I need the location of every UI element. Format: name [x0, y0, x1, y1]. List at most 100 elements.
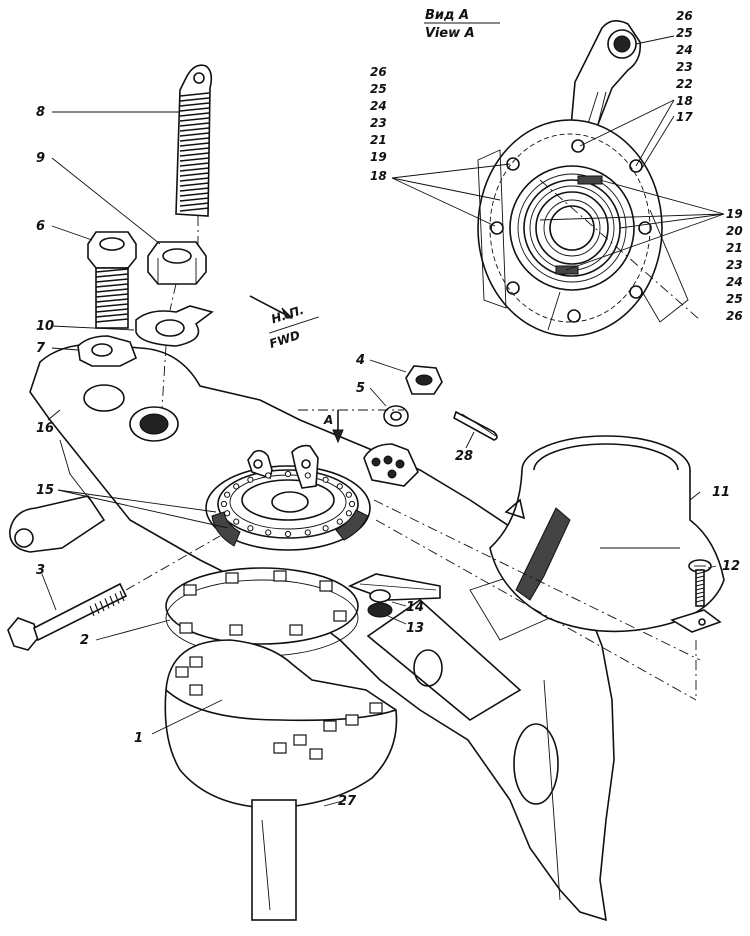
bearing-ball: [284, 470, 292, 478]
bolt-head: [183, 584, 197, 596]
thread-line: [104, 598, 110, 609]
va-left-23: 23: [370, 116, 387, 130]
part-13-nut: 13: [367, 589, 424, 636]
thread-line: [179, 132, 210, 137]
view-a-arrow: А: [323, 410, 344, 444]
bolt-head: [273, 570, 287, 582]
callout-27: 27: [338, 794, 357, 809]
thread-line: [95, 278, 129, 283]
bolt-head: [225, 572, 239, 584]
thread-line: [695, 587, 705, 591]
bearing-ball: [233, 518, 240, 525]
bolt-head: [175, 666, 189, 678]
callout-9: 9: [36, 151, 45, 166]
bearing-ball: [322, 476, 329, 483]
thread-line: [95, 288, 129, 293]
part-8-threaded-stud: 8: [36, 64, 213, 217]
assembly-axis-lines: [161, 216, 701, 701]
thread-line: [179, 157, 210, 162]
va-top-22: 22: [676, 77, 693, 91]
va-right-20: 20: [726, 224, 743, 238]
thread-line: [695, 571, 705, 575]
view-a-left-list: 26 25 24 23 21 19 18: [370, 65, 511, 227]
bolt-head: [309, 748, 323, 760]
bolt-head: [333, 610, 347, 622]
thread-line: [179, 92, 210, 97]
thread-line: [179, 152, 210, 157]
va-left-25: 25: [370, 82, 387, 96]
bearing-ball: [336, 518, 343, 525]
thread-line: [99, 600, 105, 612]
bearing-ball: [284, 530, 292, 538]
bearing-part: [363, 443, 419, 487]
callout-6: 6: [36, 219, 45, 234]
bolt-head: [273, 742, 287, 754]
va-top-17: 17: [676, 110, 693, 124]
part-11-cover: 11: [489, 435, 730, 633]
bolt-head: [189, 684, 203, 696]
thread-line: [179, 147, 210, 152]
callout-28: 28: [455, 449, 473, 464]
thread-line: [119, 590, 125, 602]
fwd-direction-indicator: Н. П. FWD: [249, 295, 319, 351]
thread-line: [95, 298, 129, 303]
bolt-head: [229, 624, 243, 636]
thread-line: [179, 197, 210, 202]
thread-line: [179, 207, 210, 212]
thread-line: [695, 583, 705, 587]
bearing-ball: [322, 525, 329, 532]
callout-10: 10: [36, 319, 54, 334]
part-16-main-beam: 16: [9, 341, 615, 922]
thread-line: [695, 575, 705, 579]
thread-line: [95, 268, 129, 273]
bolt-head: [289, 624, 303, 636]
bearing-ball: [247, 476, 254, 483]
callout-8: 8: [36, 105, 45, 120]
bearing-ball: [224, 491, 231, 498]
thread-line: [95, 313, 129, 318]
part-4-castle-nut: 4: [355, 353, 443, 395]
va-right-23: 23: [726, 258, 743, 272]
thread-line: [179, 117, 210, 122]
bearing-ball: [265, 472, 272, 479]
bearing-ball: [336, 483, 343, 490]
part-12-screw: 12: [670, 559, 740, 700]
va-right-25: 25: [726, 292, 743, 306]
callout-13: 13: [406, 621, 424, 636]
va-right-24: 24: [726, 275, 743, 289]
thread-line: [109, 595, 115, 607]
bolt-head: [345, 714, 359, 726]
part-5-washer: 5: [356, 381, 409, 427]
thread-line: [179, 112, 210, 117]
thread-line: [94, 603, 100, 614]
bearing-ball: [348, 500, 356, 508]
thread-line: [95, 273, 129, 278]
thread-line: [179, 187, 210, 192]
bearing-ball: [224, 510, 231, 517]
thread-line: [95, 308, 129, 313]
va-left-19: 19: [370, 150, 387, 164]
thread-line: [95, 293, 129, 298]
thread-line: [179, 127, 210, 132]
bolt-head: [293, 734, 307, 746]
part-28-cotter-pin: 28: [453, 410, 498, 464]
va-top-25: 25: [676, 26, 693, 40]
view-a-title-en: View A: [425, 26, 475, 41]
thread-line: [695, 579, 705, 583]
va-top-23: 23: [676, 60, 693, 74]
thread-line: [179, 202, 210, 207]
bearing-ball: [304, 529, 311, 536]
thread-line: [179, 102, 210, 107]
thread-line: [179, 177, 210, 182]
va-left-18: 18: [370, 169, 387, 183]
va-top-26: 26: [676, 9, 693, 23]
bearing-ball: [304, 472, 311, 479]
thread-line: [179, 172, 210, 177]
callout-4: 4: [355, 353, 365, 368]
thread-line: [89, 605, 95, 617]
thread-line: [179, 192, 210, 197]
callout-5: 5: [356, 381, 365, 396]
callout-14: 14: [406, 600, 424, 615]
thread-line: [695, 595, 705, 599]
